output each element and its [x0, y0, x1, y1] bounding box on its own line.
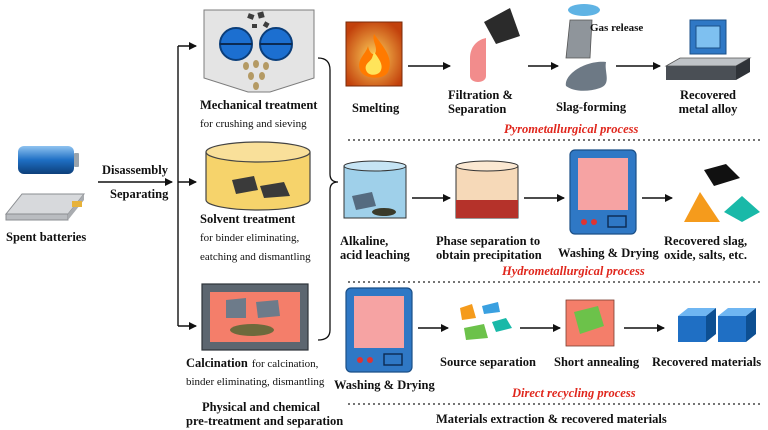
materials-extraction-label: Materials extraction & recovered materia… — [436, 412, 667, 426]
smelting-fire-icon — [345, 21, 403, 87]
phase-sep-line-1: Phase separation to — [436, 234, 541, 248]
process-bracket — [317, 57, 339, 341]
recovered-slag-line-2: oxide, salts, etc. — [664, 248, 747, 263]
filtration-line-1: Filtration & — [448, 88, 513, 102]
recovered-metal-label: Recovered metal alloy — [668, 88, 748, 117]
pretreatment-branch-arrows — [177, 42, 197, 330]
crusher-icon — [203, 9, 315, 93]
recovered-cubes-icon — [678, 308, 756, 342]
annealing-plate-icon — [565, 299, 615, 347]
pretreatment-caption: Physical and chemical pre-treatment and … — [186, 400, 343, 429]
recovered-metal-line-1: Recovered — [680, 88, 736, 102]
metal-alloy-icon — [664, 19, 752, 80]
filtration-icon — [470, 8, 520, 82]
washing-drying-hydro-label: Washing & Drying — [558, 246, 659, 260]
filtration-label: Filtration & Separation — [448, 88, 513, 117]
precipitation-beaker-icon — [455, 160, 519, 219]
recovered-slag-line-1: Recovered slag, — [664, 234, 748, 248]
recovered-materials-label: Recovered materials — [652, 355, 762, 369]
alkaline-line-2: acid leaching — [340, 248, 410, 263]
mechanical-desc: for crushing and sieving — [200, 118, 307, 131]
calcination-furnace-icon — [201, 283, 309, 351]
drying-oven-icon-direct — [345, 287, 413, 373]
source-separation-label: Source separation — [440, 355, 536, 369]
hydro-process-label: Hydrometallurgical process — [502, 264, 645, 278]
recovered-oxide-icon — [684, 164, 760, 222]
solvent-desc-1: for binder eliminating, — [200, 232, 300, 245]
direct-process-label: Direct recycling process — [512, 386, 636, 400]
washing-drying-direct-label: Washing & Drying — [334, 378, 435, 392]
alkaline-label: Alkaline, acid leaching — [340, 234, 410, 263]
solvent-title: Solvent treatment — [200, 212, 296, 226]
calcination-desc-1: for calcination, — [251, 358, 319, 370]
pouch-battery-icon — [4, 193, 86, 221]
calcination-desc-2: binder eliminating, dismantling — [186, 376, 325, 389]
sorted-fragments-icon — [460, 302, 512, 340]
slag-forming-label: Slag-forming — [556, 100, 627, 114]
recovered-slag-label: Recovered slag, oxide, salts, etc. — [664, 234, 747, 263]
spent-batteries-label: Spent batteries — [6, 230, 87, 244]
calcination-title: Calcination — [186, 356, 248, 370]
drying-oven-icon-hydro — [569, 149, 637, 235]
leaching-beaker-icon — [343, 160, 407, 219]
short-annealing-label: Short annealing — [554, 355, 640, 369]
smelting-label: Smelting — [352, 101, 400, 115]
mechanical-treatment-caption: Mechanical treatment for crushing and si… — [200, 96, 317, 133]
cylindrical-battery-icon — [18, 146, 79, 174]
filtration-line-2: Separation — [448, 102, 507, 117]
slag-chimney-icon — [565, 4, 607, 91]
solvent-treatment-caption: Solvent treatment for binder eliminating… — [200, 210, 311, 265]
calcination-caption: Calcination for calcination, binder elim… — [186, 354, 324, 391]
mechanical-title: Mechanical treatment — [200, 98, 318, 112]
pyro-process-label: Pyrometallurgical process — [504, 122, 639, 136]
recovered-metal-line-2: metal alloy — [678, 102, 738, 117]
pretreatment-line-2: pre-treatment and separation — [186, 414, 344, 429]
disassembly-label: Disassembly — [102, 163, 168, 177]
solvent-beaker-icon — [205, 141, 311, 211]
phase-separation-label: Phase separation to obtain precipitation — [436, 234, 542, 263]
gas-release-label: Gas release — [590, 22, 644, 34]
solvent-desc-2: eatching and dismantling — [200, 250, 311, 263]
separating-label: Separating — [110, 187, 169, 201]
phase-sep-line-2: obtain precipitation — [436, 248, 542, 263]
pretreatment-line-1: Physical and chemical — [201, 400, 321, 414]
alkaline-line-1: Alkaline, — [340, 234, 389, 248]
